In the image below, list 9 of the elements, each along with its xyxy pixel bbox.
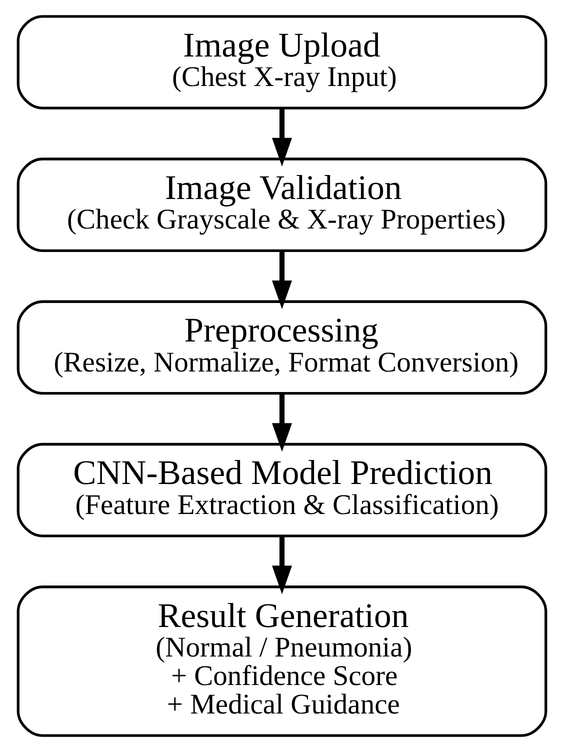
node-box: Image Upload (Chest X-ray Input) [16, 15, 547, 110]
node-box: CNN-Based Model Prediction (Feature Extraction & Classification) [16, 442, 547, 538]
node-box: Preprocessing (Resize, Normalize, Format Conversion) [16, 300, 547, 395]
arrow [271, 250, 292, 310]
arrow [271, 536, 292, 594]
node-box: Image Validation (Check Grayscale & X-ray Properties) [16, 158, 547, 252]
arrow [271, 393, 292, 452]
node-box: Result Generation (Normal / Pneumonia) + Confidence Score + Medical Guidance [16, 586, 547, 737]
arrow [271, 108, 292, 166]
